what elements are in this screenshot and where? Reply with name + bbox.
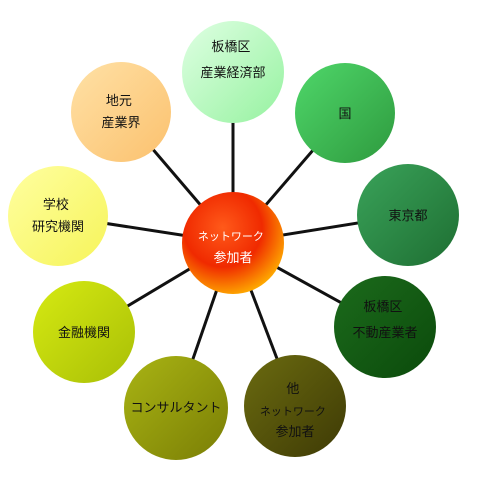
svg-text:コンサルタント: コンサルタント <box>130 401 221 416</box>
node-label-line: 学校 <box>43 197 69 213</box>
node-itabashi-industry: 板橋区 産業経済部 <box>182 21 284 123</box>
node-label-line: 他 <box>286 382 299 397</box>
node-label-line: 東京都 <box>388 208 427 224</box>
svg-text:ネットワーク 参加者: ネットワーク 参加者 <box>198 229 268 266</box>
node-label-line: 産業経済部 <box>200 65 265 81</box>
svg-text:地元 産業界: 地元 産業界 <box>101 94 140 131</box>
svg-text:他 ネットワーク 参加者: 他 ネットワーク 参加者 <box>260 382 330 440</box>
node-other-participants: 他 ネットワーク 参加者 <box>244 355 346 457</box>
node-label-line: ネットワーク <box>260 405 326 418</box>
node-tokyo: 東京都 <box>357 164 459 266</box>
node-financial: 金融機関 <box>33 281 135 383</box>
svg-text:学校 研究機関: 学校 研究機関 <box>32 197 84 235</box>
node-school-research: 学校 研究機関 <box>8 166 108 266</box>
node-local-industry: 地元 産業界 <box>71 62 171 162</box>
svg-text:東京都: 東京都 <box>388 208 427 224</box>
node-label-line: 金融機関 <box>58 325 110 341</box>
node-label-line: 板橋区 <box>211 40 250 55</box>
node-country: 国 <box>295 63 395 163</box>
center-label-line: 参加者 <box>213 250 252 266</box>
node-label-line: 不動産業者 <box>352 325 417 341</box>
center-node: ネットワーク 参加者 <box>182 192 284 294</box>
center-label-line: ネットワーク <box>198 230 264 243</box>
svg-text:板橋区 産業経済部: 板橋区 産業経済部 <box>200 40 265 81</box>
node-label-line: 産業界 <box>101 115 140 131</box>
svg-text:国: 国 <box>338 107 351 122</box>
svg-text:金融機関: 金融機関 <box>58 325 110 341</box>
node-label-line: 国 <box>338 107 351 122</box>
node-label-line: 参加者 <box>275 424 314 440</box>
node-consultant: コンサルタント <box>124 356 228 460</box>
node-label-line: 研究機関 <box>32 220 84 235</box>
node-label-line: 地元 <box>106 94 132 109</box>
node-label-line: コンサルタント <box>130 401 221 416</box>
node-label-line: 板橋区 <box>363 300 402 315</box>
node-itabashi-realestate: 板橋区 不動産業者 <box>334 276 436 378</box>
svg-text:板橋区 不動産業者: 板橋区 不動産業者 <box>352 300 417 341</box>
